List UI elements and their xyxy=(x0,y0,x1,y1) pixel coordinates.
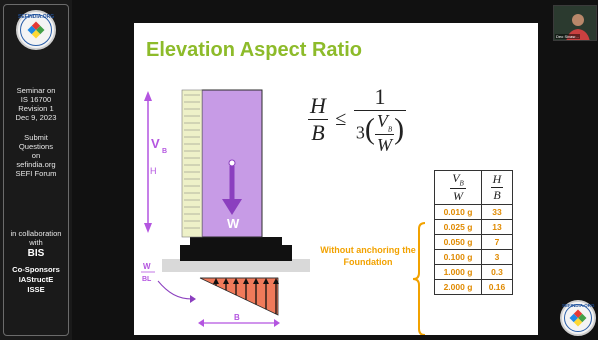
submit-line-2: Questions xyxy=(18,142,54,151)
cosponsors-label: Co-Sponsors xyxy=(12,265,60,274)
cosponsor-iastructe: IAStructE xyxy=(18,275,54,284)
cell-h-b: 13 xyxy=(481,219,513,235)
formula-lhs-num: H xyxy=(308,93,328,121)
formula-rhs-den: 3( VB W ) xyxy=(355,111,405,155)
formula-lhs: H B xyxy=(308,93,328,146)
logo-text: SEFINDIA.ORG xyxy=(18,14,55,20)
foundation-cap xyxy=(190,237,282,246)
cell-vb-w: 0.100 g xyxy=(434,249,482,265)
pressure-arrow-head xyxy=(233,278,239,284)
weight-arrow-head xyxy=(222,199,242,215)
pressure-arrow-head xyxy=(223,278,229,284)
formula-rhs: 1 3( VB W ) xyxy=(353,84,407,156)
pressure-arrow-head xyxy=(253,278,259,284)
table-header: VB W H B xyxy=(434,170,513,205)
sidebar: SEFINDIA.ORG Seminar on IS 16700 Revisio… xyxy=(0,0,72,340)
wind-load-arrows xyxy=(184,94,200,229)
formula-operator: ≤ xyxy=(335,107,347,130)
pressure-arrow-head xyxy=(263,278,269,284)
weight-label: W xyxy=(227,216,240,231)
aspect-ratio-formula: H B ≤ 1 3( VB W ) xyxy=(308,84,407,156)
formula-inner-num-sub: B xyxy=(387,125,393,134)
seminar-line-3: Revision 1 xyxy=(18,104,54,113)
cell-h-b: 0.3 xyxy=(481,264,513,280)
wind-load-strip xyxy=(181,89,203,238)
formula-rhs-num: 1 xyxy=(353,84,407,111)
header-h-b: H B xyxy=(481,170,513,205)
seminar-date: Dec 9, 2023 xyxy=(15,113,57,122)
formula-inner-num: V xyxy=(376,111,388,131)
cell-h-b: 3 xyxy=(481,249,513,265)
cell-vb-w: 1.000 g xyxy=(434,264,482,280)
center-of-mass xyxy=(228,159,236,167)
anchoring-note: Without anchoring the Foundation xyxy=(320,245,416,267)
pressure-arrow-head xyxy=(213,278,219,284)
sefindia-logo-top: SEFINDIA.ORG xyxy=(16,10,56,50)
structure-diagram: W V B H W BL B xyxy=(141,89,426,335)
foundation-block xyxy=(180,245,292,261)
presenter-webcam[interactable]: Deo Sivasr... xyxy=(553,5,597,41)
logo-text-bottom: SEFINDIA.ORG xyxy=(562,303,595,308)
pressure-arrow-head xyxy=(273,278,279,284)
wbl-numerator: W xyxy=(143,262,151,271)
cell-h-b: 0.16 xyxy=(481,279,513,295)
submit-line-4: sefindia.org xyxy=(16,160,56,169)
h-label: H xyxy=(150,166,157,176)
cell-vb-w: 0.010 g xyxy=(434,204,482,220)
cell-vb-w: 2.000 g xyxy=(434,279,482,295)
collab-line-1: in collaboration xyxy=(10,229,62,238)
collab-bis: BIS xyxy=(27,248,45,259)
formula-inner-den: W xyxy=(377,134,393,155)
header-vb-w: VB W xyxy=(434,170,482,205)
cosponsor-isse: ISSE xyxy=(27,285,45,294)
submit-line-3: on xyxy=(31,151,41,160)
formula-rhs-coef: 3 xyxy=(355,122,365,143)
cell-h-b: 33 xyxy=(481,204,513,220)
seminar-line-2: IS 16700 xyxy=(20,95,52,104)
vb-label-sub: B xyxy=(162,148,167,155)
pressure-arrow-head xyxy=(243,278,249,284)
ground-band xyxy=(162,259,310,272)
cell-vb-w: 0.025 g xyxy=(434,219,482,235)
cell-h-b: 7 xyxy=(481,234,513,250)
sefindia-logo-bottom: SEFINDIA.ORG xyxy=(560,300,596,336)
wbl-denominator: BL xyxy=(142,276,152,283)
sidebar-frame xyxy=(3,4,69,336)
table-bracket xyxy=(412,222,426,335)
submit-line-5: SEFI Forum xyxy=(15,169,57,178)
b-label: B xyxy=(234,313,240,322)
submit-line-1: Submit xyxy=(24,133,48,142)
vb-label: V xyxy=(151,136,160,151)
slide-title: Elevation Aspect Ratio xyxy=(146,39,362,61)
presenter-name: Deo Sivasr... xyxy=(555,34,580,39)
cell-vb-w: 0.050 g xyxy=(434,234,482,250)
seminar-line-1: Seminar on xyxy=(16,86,56,95)
soil-pressure-arrows xyxy=(213,278,279,315)
collab-line-2: with xyxy=(29,238,43,247)
formula-lhs-den: B xyxy=(311,120,325,146)
